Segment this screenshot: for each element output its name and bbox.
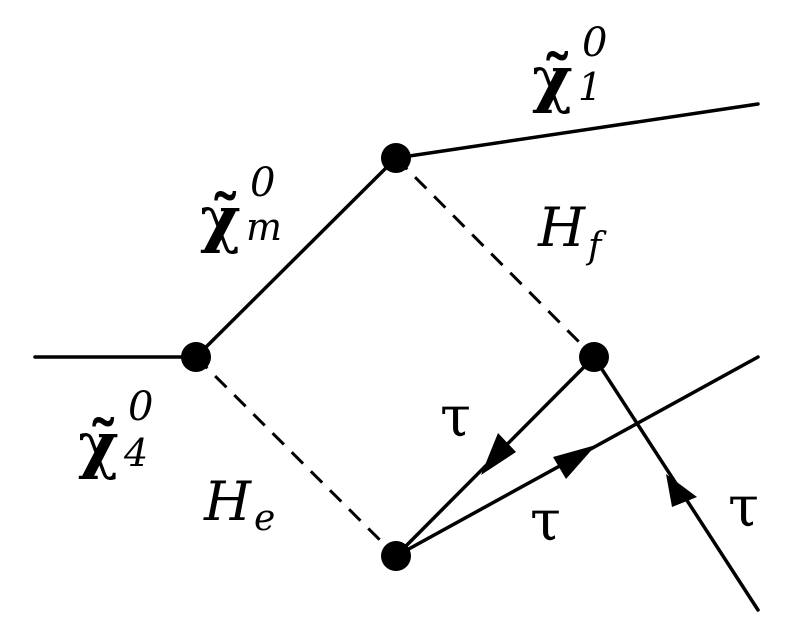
chi4-symbol: χ̃	[78, 408, 119, 481]
chi1-sup: 0	[582, 20, 607, 66]
label-tau-internal: τ	[440, 385, 471, 450]
chi4-sup: 0	[128, 384, 153, 430]
label-chim: χ̃ 0 m	[200, 160, 282, 255]
chi1-sub: 1	[578, 65, 602, 109]
label-chi4: χ̃ 0 4	[78, 384, 153, 481]
label-tau-lower: τ	[728, 475, 759, 540]
outgoing-chi1-line	[394, 102, 760, 160]
chim-sub: m	[246, 205, 282, 249]
he-symbol: H	[203, 470, 252, 533]
higgs-e-line	[194, 355, 398, 558]
chim-line	[194, 156, 398, 359]
higgs-f-line	[394, 156, 596, 359]
chim-symbol: χ̃	[200, 182, 241, 255]
chim-sup: 0	[250, 160, 275, 206]
vertex-right	[579, 342, 609, 372]
label-he: H e	[203, 470, 275, 539]
label-hf: H f	[537, 196, 607, 267]
vertex-left	[181, 342, 211, 372]
hf-symbol: H	[537, 196, 586, 259]
label-chi1: χ̃ 0 1	[532, 20, 607, 115]
chi4-sub: 4	[123, 431, 148, 475]
vertex-bottom	[381, 541, 411, 571]
label-tau-upper: τ	[530, 489, 561, 554]
arrow-down-left	[481, 433, 516, 475]
hf-sub: f	[585, 226, 607, 267]
vertex-top	[381, 143, 411, 173]
arrow-up-left	[666, 474, 697, 507]
he-sub: e	[254, 498, 275, 539]
arrow-up-right	[553, 445, 596, 479]
chi1-symbol: χ̃	[532, 42, 573, 115]
